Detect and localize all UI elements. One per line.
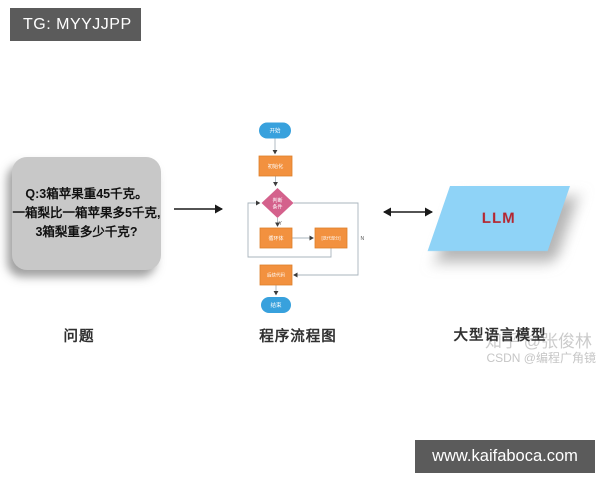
llm-label: LLM bbox=[481, 210, 516, 227]
loop-body-node-label: 循环体 bbox=[268, 235, 283, 242]
website-badge-text: www.kaifaboca.com bbox=[432, 447, 578, 465]
website-badge: www.kaifaboca.com bbox=[415, 440, 595, 473]
end-node-label: 结束 bbox=[270, 301, 282, 309]
watermark-csdn: CSDN @编程广角镜 bbox=[486, 351, 596, 365]
end-node bbox=[261, 297, 291, 313]
question-line-1: Q:3箱苹果重45千克。 bbox=[25, 187, 148, 201]
question-caption: 问题 bbox=[63, 329, 95, 345]
condition-node-label-line2: 条件 bbox=[272, 204, 282, 211]
iterate-node bbox=[314, 227, 348, 249]
connector-condition-afterloop bbox=[293, 202, 359, 278]
iterate-node-label: [迭代部分] bbox=[321, 235, 340, 242]
watermark-zhihu: 知乎 @张俊林 bbox=[485, 332, 592, 351]
telegram-badge: TG: MYYJJPP bbox=[10, 8, 141, 41]
condition-node bbox=[261, 188, 294, 218]
loop-body-node bbox=[259, 227, 293, 249]
init-node-label: 初始化 bbox=[268, 162, 284, 170]
program-flowchart: Y N 开始 初始化 判断 条件 循环体 [迭代部分] 后续代码 结束 bbox=[247, 122, 365, 313]
double-arrow-icon bbox=[383, 207, 433, 217]
telegram-badge-text: TG: MYYJJPP bbox=[23, 15, 132, 33]
start-node-label: 开始 bbox=[269, 127, 281, 135]
question-line-2: 一箱梨比一箱苹果多5千克, bbox=[12, 206, 161, 220]
question-text: Q:3箱苹果重45千克。 一箱梨比一箱苹果多5千克, 3箱梨重多少千克? bbox=[12, 185, 161, 242]
condition-node-label-line1: 判断 bbox=[272, 197, 282, 204]
right-arrow-icon bbox=[174, 204, 223, 214]
start-node bbox=[259, 122, 291, 139]
connector-iterate-back-to-condition bbox=[247, 200, 332, 258]
branch-yes-label: Y bbox=[279, 221, 283, 227]
init-node bbox=[258, 155, 293, 177]
after-loop-node bbox=[259, 264, 293, 286]
question-line-3: 3箱梨重多少千克? bbox=[35, 225, 138, 239]
question-card: Q:3箱苹果重45千克。 一箱梨比一箱苹果多5千克, 3箱梨重多少千克? bbox=[12, 157, 161, 270]
llm-caption: 大型语言模型 bbox=[453, 328, 547, 344]
after-loop-node-label: 后续代码 bbox=[267, 272, 285, 279]
llm-shape: LLM bbox=[427, 186, 570, 251]
flowchart-caption: 程序流程图 bbox=[259, 329, 337, 345]
branch-no-label: N bbox=[361, 236, 365, 242]
